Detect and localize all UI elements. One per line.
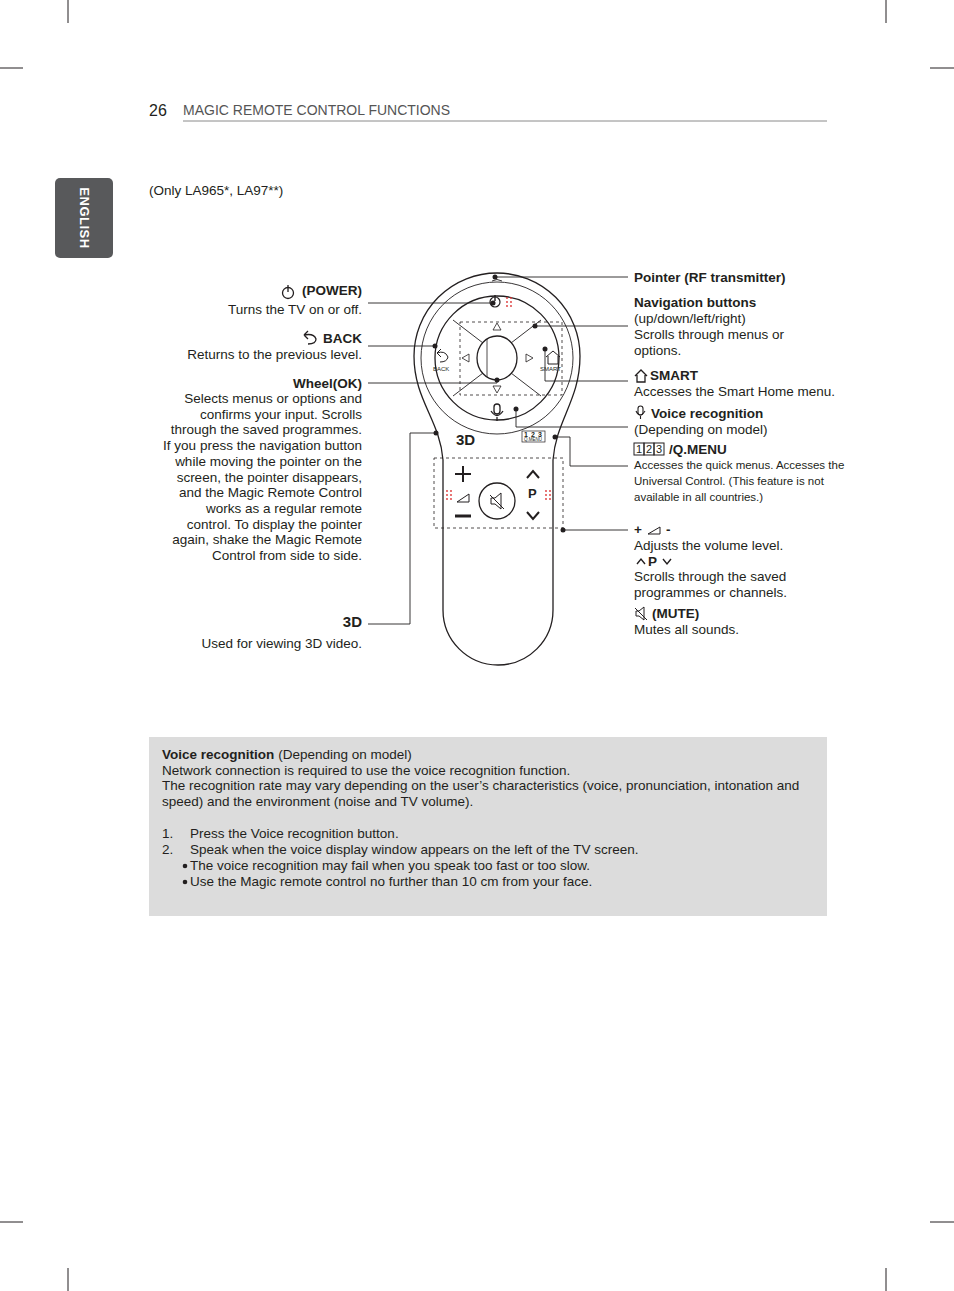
button-description: Scrolls through the saved programmes or … [634, 569, 809, 600]
note-text: (Depending on model) [278, 747, 412, 763]
icon-digit: 1 [636, 443, 642, 456]
note-box: Voice recognition(Depending on model)Net… [149, 737, 827, 916]
note-text: 2. [162, 842, 173, 858]
page-header: MAGIC REMOTE CONTROL FUNCTIONS [183, 103, 450, 119]
button-name: BACK [323, 331, 362, 347]
button-description: Turns the TV on or off. [228, 302, 362, 318]
button-name: (MUTE) [652, 606, 699, 622]
note-heading: Voice recognition [162, 747, 274, 763]
tab-text: ENGLISH [76, 187, 92, 248]
button-description: (up/down/left/right) [634, 311, 746, 327]
button-description: Accesses the Smart Home menu. [634, 384, 835, 400]
note-text: The recognition rate may vary depending … [162, 778, 817, 810]
remote-button-label: 3D [456, 431, 475, 448]
button-name: SMART [650, 368, 698, 384]
button-name: (POWER) [302, 283, 362, 299]
page-number: 26 [149, 102, 167, 121]
button-description: Scrolls through menus or options. [634, 327, 824, 358]
button-name: 3D [343, 613, 362, 630]
button-name: - [666, 522, 671, 538]
icon-digit: 3 [656, 443, 662, 456]
note-text: Use the Magic remote control no further … [190, 874, 790, 890]
note-text: Speak when the voice display window appe… [190, 842, 790, 858]
model-note: (Only LA965*, LA97**) [149, 183, 283, 199]
note-text: 1. [162, 826, 173, 842]
button-name: + [634, 522, 642, 538]
button-description: Returns to the previous level. [187, 347, 362, 363]
button-name: P [648, 554, 657, 570]
button-description: (Depending on model) [634, 422, 768, 438]
note-text: Network connection is required to use th… [162, 763, 822, 779]
button-name: Pointer (RF transmitter) [634, 270, 786, 286]
note-text: Press the Voice recognition button. [190, 826, 790, 842]
button-description: Adjusts the volume level. [634, 538, 783, 554]
remote-button-label: BACK [433, 366, 449, 373]
button-description: Mutes all sounds. [634, 622, 739, 638]
icon-digit: 2 [646, 443, 652, 456]
button-description: Selects menus or options and confirms yo… [162, 391, 362, 564]
remote-button-label: P [528, 486, 537, 501]
language-tab: ENGLISH [55, 178, 113, 258]
button-name: Voice recognition [651, 406, 763, 422]
note-text: The voice recognition may fail when you … [190, 858, 790, 874]
button-name: /Q.MENU [669, 442, 727, 458]
button-name: Navigation buttons [634, 295, 756, 311]
button-description: Accesses the quick menus. Accesses the U… [634, 457, 846, 505]
button-name: Wheel(OK) [293, 376, 362, 392]
remote-button-label: SMART [540, 366, 561, 373]
remote-button-label: Q.MENU [524, 437, 542, 443]
button-description: Used for viewing 3D video. [201, 636, 362, 652]
